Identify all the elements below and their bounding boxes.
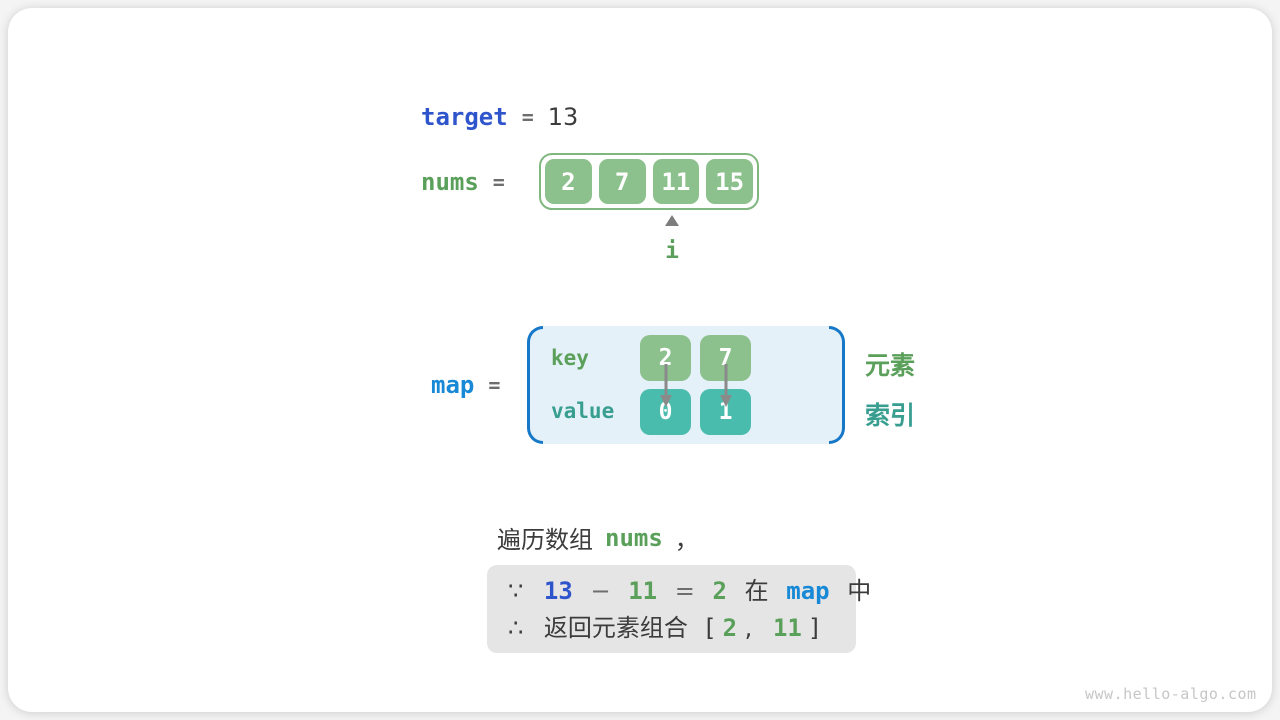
map-left-bracket: [527, 326, 543, 444]
target-label: target: [421, 103, 508, 131]
note-line-2: ∴ 返回元素组合 [ 2 , 11 ]: [508, 610, 856, 647]
map-row-label: map =: [431, 371, 514, 399]
map-equals: =: [488, 373, 501, 397]
because-symbol: ∵: [508, 577, 524, 605]
value-label: value: [551, 399, 615, 423]
target-value: 13: [547, 103, 579, 131]
target-row: target = 13: [421, 103, 578, 131]
index-pointer-arrow-icon: [665, 215, 679, 226]
right-bracket: ]: [809, 614, 819, 642]
key-label: key: [551, 346, 589, 370]
therefore-symbol: ∴: [508, 614, 524, 642]
result-comma: ,: [744, 614, 753, 642]
nums-array: 2 7 11 15: [539, 153, 759, 210]
result-num-2: 2: [722, 614, 738, 642]
diagram-card: target = 13 nums = 2 7 11 15 i map = key…: [8, 8, 1272, 712]
minus-sign: −: [590, 577, 611, 605]
note-map-ref: map: [786, 577, 830, 605]
index-pointer-label: i: [665, 238, 679, 264]
equals-sign: =: [674, 577, 695, 605]
caption-code-nums: nums: [605, 523, 663, 552]
note-in-char: 在: [744, 577, 769, 605]
note-box: ∵ 13 − 11 = 2 在 map 中 ∴ 返回元素组合 [ 2 , 11 …: [487, 565, 871, 653]
nums-label: nums: [421, 168, 479, 196]
note-num-2: 2: [712, 577, 727, 605]
target-equals: =: [521, 105, 534, 129]
watermark: www.hello-algo.com: [1085, 685, 1257, 703]
note-zhong-char: 中: [847, 577, 872, 605]
caption-comma: ，: [674, 526, 699, 554]
note-num-11: 11: [628, 577, 658, 605]
note-target-value: 13: [543, 577, 573, 605]
note-line-1: ∵ 13 − 11 = 2 在 map 中: [508, 573, 871, 610]
map-label: map: [431, 371, 475, 399]
nums-equals: =: [492, 170, 505, 194]
array-cell: 7: [598, 159, 646, 204]
key-to-value-arrow-icon: [660, 364, 672, 407]
array-cell: 2: [545, 159, 592, 204]
array-cell: 11: [652, 159, 700, 204]
map-right-bracket: [829, 326, 845, 444]
key-cell: 2: [640, 335, 691, 381]
left-bracket: [: [705, 614, 715, 642]
index-label: 索引: [865, 401, 916, 430]
result-num-11: 11: [772, 614, 802, 642]
caption-prefix: 遍历数组: [497, 526, 593, 554]
caption: 遍历数组 nums ，: [497, 520, 699, 555]
array-cell: 15: [706, 159, 753, 204]
note-return-text: 返回元素组合: [543, 614, 688, 642]
key-to-value-arrow-icon: [720, 364, 732, 407]
nums-row-label: nums =: [421, 168, 519, 196]
element-label: 元素: [865, 351, 916, 380]
